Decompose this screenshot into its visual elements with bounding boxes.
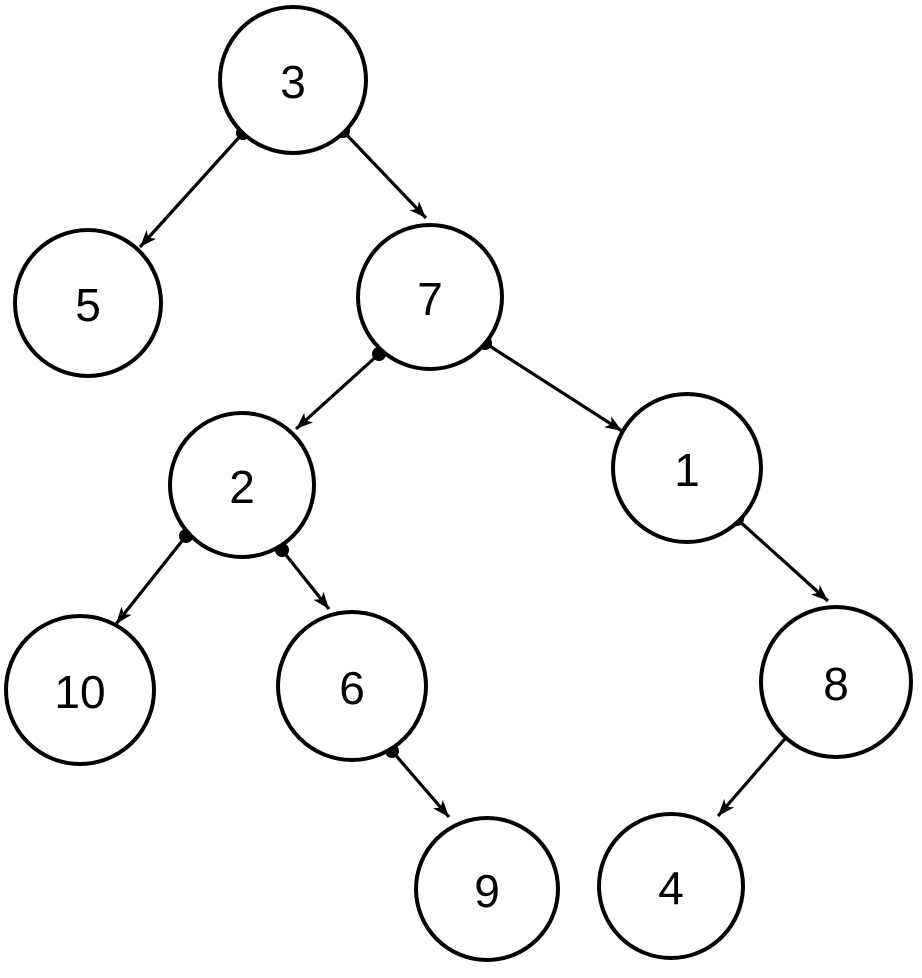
tree-node-2: 2 bbox=[168, 411, 316, 559]
edge-1-to-8 bbox=[735, 517, 830, 603]
node-label-5: 5 bbox=[75, 279, 101, 331]
node-circle-3 bbox=[218, 5, 368, 155]
node-label-4: 4 bbox=[658, 862, 684, 914]
edge-7-to-1 bbox=[484, 341, 623, 433]
edge-2-to-6 bbox=[280, 549, 331, 610]
edge-6-to-9 bbox=[390, 749, 451, 819]
tree-node-4: 4 bbox=[597, 812, 745, 960]
node-circle-7 bbox=[356, 223, 504, 371]
node-label-6: 6 bbox=[339, 662, 365, 714]
node-circle-10 bbox=[4, 614, 156, 766]
node-label-3: 3 bbox=[280, 56, 306, 108]
node-label-9: 9 bbox=[474, 865, 500, 917]
tree-node-7: 7 bbox=[356, 223, 504, 371]
node-label-8: 8 bbox=[823, 658, 849, 710]
node-circle-5 bbox=[13, 228, 163, 378]
node-label-10: 10 bbox=[54, 666, 105, 718]
tree-node-6: 6 bbox=[276, 610, 428, 762]
tree-node-8: 8 bbox=[759, 605, 913, 759]
edge-2-to-10 bbox=[114, 535, 188, 625]
node-circle-2 bbox=[168, 411, 316, 559]
node-label-7: 7 bbox=[417, 273, 443, 325]
node-label-2: 2 bbox=[229, 461, 255, 513]
node-circle-1 bbox=[611, 392, 763, 544]
node-label-1: 1 bbox=[674, 444, 700, 496]
tree-node-1: 1 bbox=[611, 392, 763, 544]
node-circle-8 bbox=[759, 605, 913, 759]
tree-node-9: 9 bbox=[414, 816, 560, 962]
tree-node-3: 3 bbox=[218, 5, 368, 155]
node-circle-6 bbox=[276, 610, 428, 762]
edge-3-to-5 bbox=[138, 131, 245, 249]
tree-node-10: 10 bbox=[4, 614, 156, 766]
node-circle-9 bbox=[414, 816, 560, 962]
node-circle-4 bbox=[597, 812, 745, 960]
edge-7-to-2 bbox=[294, 352, 381, 431]
tree-node-5: 5 bbox=[13, 228, 163, 378]
edge-8-to-4 bbox=[716, 731, 792, 818]
edge-3-to-7 bbox=[341, 129, 428, 220]
